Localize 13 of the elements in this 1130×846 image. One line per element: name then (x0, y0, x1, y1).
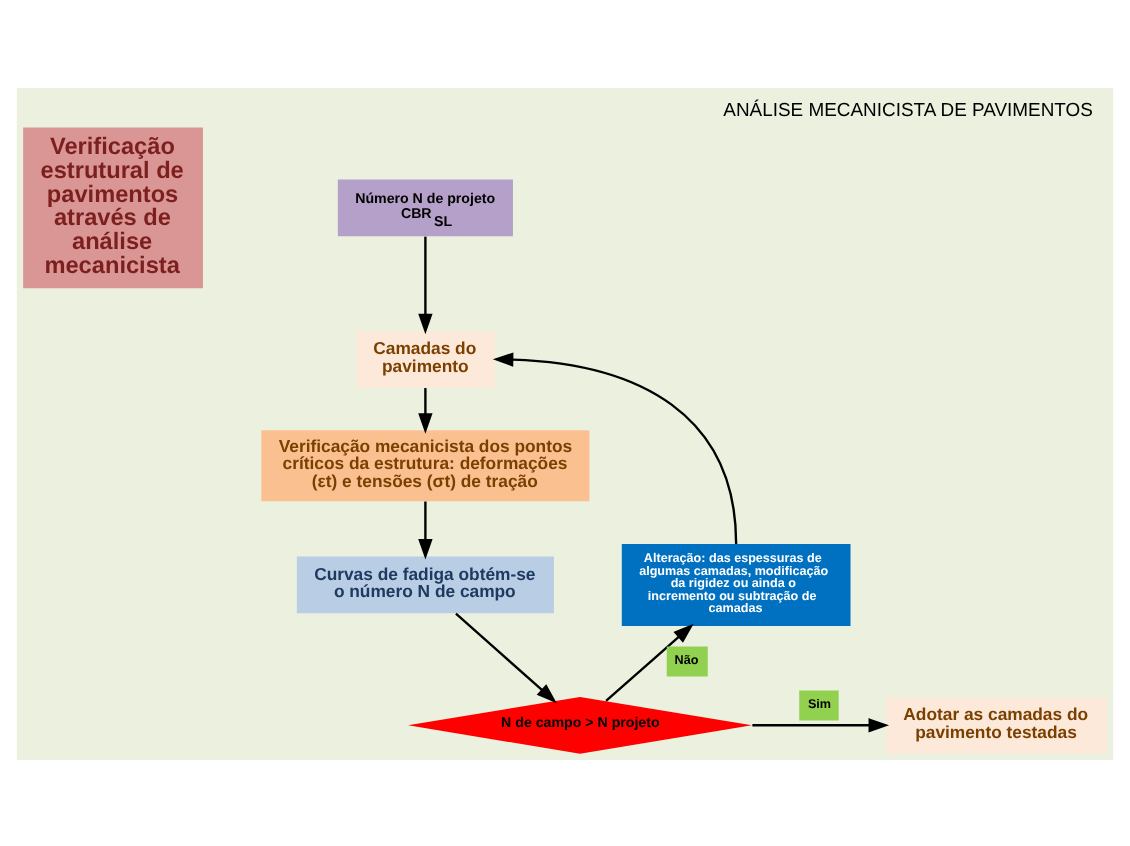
arrow (418, 387, 433, 433)
arrow (605, 622, 694, 701)
diagram-title: ANÁLISE MECANICISTA DE PAVIMENTOS (723, 98, 1093, 121)
arrow (752, 717, 890, 732)
arrow (455, 611, 557, 703)
node-box: Verificação estrutural de pavimentos através de análise mecanicista (23, 126, 203, 288)
arrow (492, 351, 738, 543)
node-box: Camadas do pavimento (356, 329, 495, 387)
arrow (418, 235, 433, 334)
arrow (418, 500, 433, 559)
node-box: Adotar as camadas do pavimento testadas (886, 695, 1107, 753)
node-box: Curvas de fadiga obtém-se o número N de campo (296, 555, 554, 613)
node-box: Verificação mecanicista dos pontos críticos da estrutura: deformações (εt) e tensões (σt) de tração (261, 429, 590, 501)
